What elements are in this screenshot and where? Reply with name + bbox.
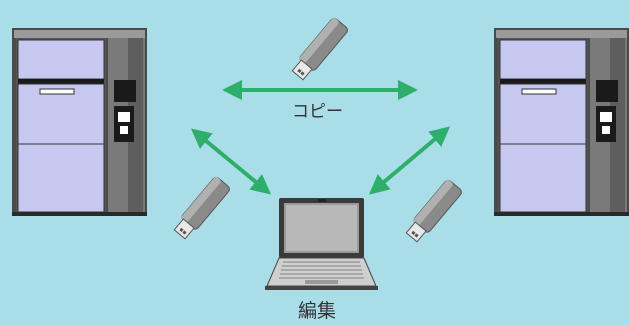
cabinet-left [12, 28, 147, 216]
right-edit-arrow [368, 126, 451, 195]
laptop-icon [265, 198, 378, 290]
usb-drive-top-icon [289, 16, 348, 83]
edit-label: 編集 [298, 300, 337, 322]
cabinet-right [494, 28, 629, 216]
usb-drive-left-icon [171, 175, 230, 242]
copy-label: コピー [292, 102, 343, 122]
usb-drive-right-icon [403, 178, 462, 245]
left-edit-arrow [190, 128, 272, 195]
